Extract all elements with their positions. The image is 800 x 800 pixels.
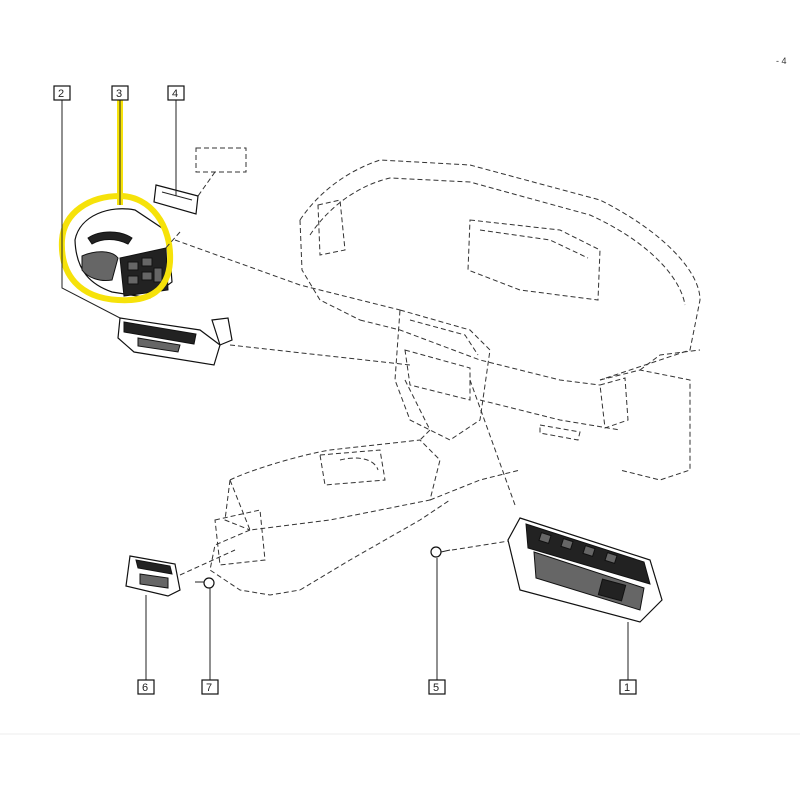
callout-6-label: 6 [142,682,148,694]
callout-4: 4 [167,85,185,101]
callout-3-label: 3 [116,88,122,100]
callout-2: 2 [53,85,71,101]
callout-5-label: 5 [433,682,439,694]
part-5-screw [430,539,516,558]
callout-6: 6 [137,679,155,695]
part-6-group [125,549,236,597]
part-3-group [58,192,181,304]
reference-box [195,147,247,173]
callout-7-label: 7 [206,682,212,694]
callout-7: 7 [201,679,219,695]
dashboard-outline [299,159,701,481]
callout-4-label: 4 [172,88,178,100]
part-2-group [117,239,411,366]
callout-3: 3 [111,85,129,101]
part-1-group [469,379,663,623]
center-console-outline [209,379,521,596]
callout-1-label: 1 [624,682,630,694]
highlight-ring [58,192,174,304]
part-7-screw [195,577,215,589]
part-4-group [153,147,247,215]
leader-lines [61,100,629,680]
callout-1: 1 [619,679,637,695]
part-4-cover [153,184,199,215]
corner-mark: - 4 [776,56,787,66]
callout-5: 5 [428,679,446,695]
callout-2-label: 2 [58,88,64,100]
